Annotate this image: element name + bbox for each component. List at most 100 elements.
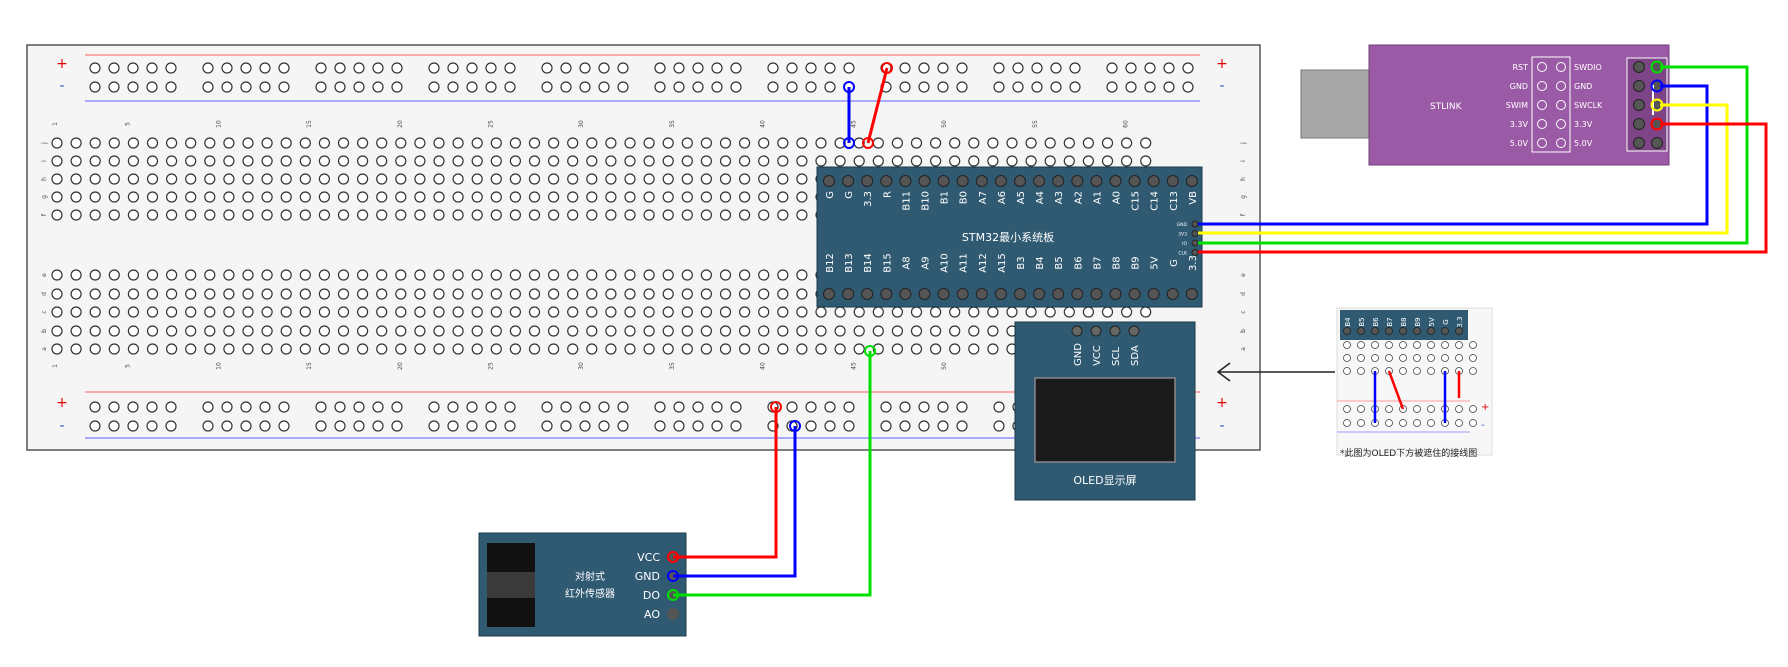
strip-hole [987, 137, 999, 149]
inset-hole [1343, 419, 1351, 427]
inset-pin-label: B4 [1344, 317, 1352, 327]
oled-screen [1034, 377, 1176, 463]
strip-hole [261, 269, 273, 281]
strip-hole [758, 209, 770, 221]
rail-hole [485, 81, 497, 93]
rail-hole [447, 401, 459, 413]
rail-hole [617, 420, 629, 432]
rail-hole [504, 401, 516, 413]
strip-hole [605, 209, 617, 221]
rail-hole [1012, 81, 1024, 93]
strip-hole [376, 209, 388, 221]
stm32-swd-pin-label: IO [1182, 241, 1187, 247]
strip-hole [509, 137, 522, 149]
row-letter: f [41, 213, 48, 216]
strip-hole [547, 306, 560, 318]
strip-hole [815, 137, 827, 149]
strip-hole [376, 269, 388, 281]
strip-hole [605, 137, 617, 149]
strip-hole [586, 269, 598, 281]
strip-hole [166, 155, 178, 167]
strip-hole [624, 288, 636, 300]
strip-hole [70, 325, 82, 337]
rail-hole [579, 62, 591, 74]
strip-hole [433, 306, 445, 318]
strip-hole [452, 137, 464, 149]
strip-hole [89, 209, 101, 221]
strip-hole [242, 191, 254, 203]
strip-hole [738, 343, 751, 355]
strip-hole [108, 191, 120, 203]
rail-hole [108, 420, 120, 432]
strip-hole [738, 306, 751, 318]
strip-hole [643, 306, 655, 318]
strip-hole [891, 343, 904, 355]
strip-hole [987, 325, 999, 337]
inset-pin [1357, 327, 1365, 335]
strip-hole [796, 191, 808, 203]
strip-hole [567, 173, 579, 185]
stlink-left-label: SWIM [1506, 101, 1528, 110]
stm32-bottom-pin [842, 288, 855, 300]
strip-hole [662, 343, 674, 355]
strip-hole [949, 343, 961, 355]
strip-hole [108, 269, 120, 281]
strip-hole [357, 209, 369, 221]
strip-hole [968, 325, 980, 337]
strip-hole [586, 306, 598, 318]
row-letter: e [41, 273, 48, 277]
strip-hole [261, 288, 273, 300]
strip-hole [204, 191, 216, 203]
strip-hole [528, 343, 541, 355]
strip-hole [968, 343, 980, 355]
stm32-top-pin [918, 175, 931, 187]
strip-hole [700, 288, 713, 300]
strip-hole [299, 269, 311, 281]
strip-hole [70, 306, 82, 318]
strip-hole [719, 343, 732, 355]
rail-hole [918, 401, 930, 413]
strip-hole [509, 306, 522, 318]
inset-pin-label: B6 [1372, 317, 1380, 327]
strip-hole [185, 155, 197, 167]
strip-hole [337, 343, 350, 355]
strip-hole [528, 325, 541, 337]
rail-hole [767, 81, 779, 93]
strip-hole [261, 209, 273, 221]
inset-hole [1427, 367, 1435, 375]
strip-hole [280, 306, 292, 318]
strip-hole [872, 137, 884, 149]
rail-hole [1012, 62, 1024, 74]
strip-hole [872, 155, 884, 167]
strip-hole [509, 325, 522, 337]
rail-hole [391, 420, 403, 432]
strip-hole [223, 325, 235, 337]
strip-hole [681, 269, 693, 281]
column-number: 15 [306, 120, 313, 128]
strip-hole [108, 306, 120, 318]
strip-hole [452, 209, 464, 221]
rail-hole [89, 81, 101, 93]
stm32-top-pin [1014, 175, 1026, 187]
rail-hole [146, 401, 158, 413]
strip-hole [1044, 137, 1056, 149]
strip-hole [185, 137, 197, 149]
rail-hole [353, 401, 365, 413]
rail-hole [937, 401, 949, 413]
inset-pin-label: B7 [1386, 317, 1394, 326]
rail-hole [485, 420, 497, 432]
strip-hole [471, 191, 483, 203]
strip-hole [414, 306, 426, 318]
strip-hole [490, 209, 502, 221]
rail-hole [899, 81, 911, 93]
stm32-bottom-pin-label: B4 [1035, 256, 1046, 269]
strip-hole [758, 288, 770, 300]
strip-hole [815, 155, 827, 167]
strip-hole [758, 343, 770, 355]
strip-hole [738, 155, 751, 167]
strip-hole [1120, 155, 1133, 167]
strip-hole [242, 137, 254, 149]
strip-hole [1025, 155, 1037, 167]
column-number: 10 [215, 362, 222, 370]
